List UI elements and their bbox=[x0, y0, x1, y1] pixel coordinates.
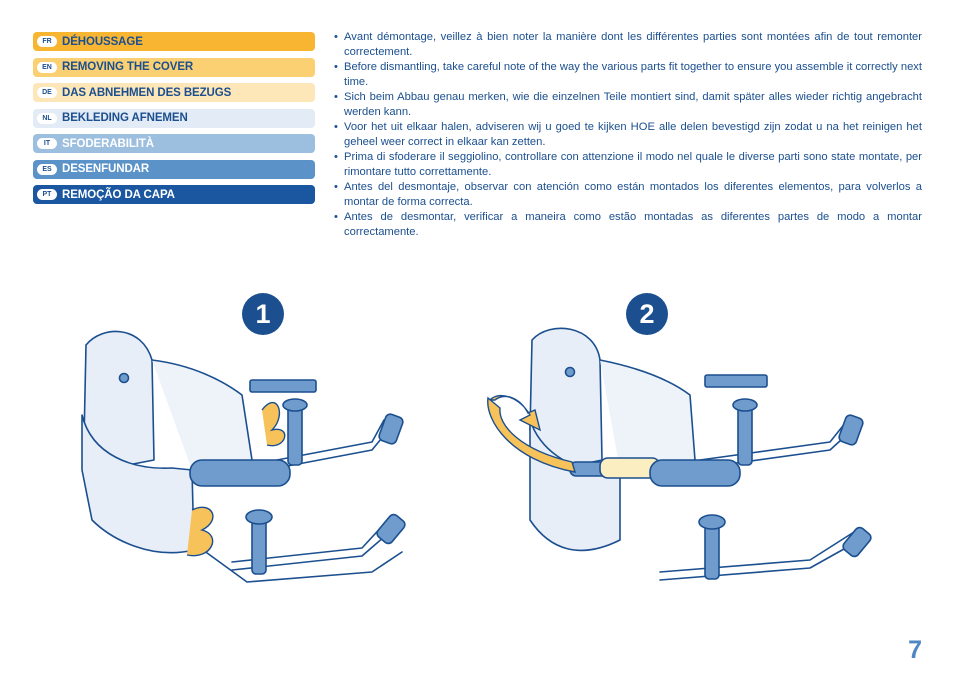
step-number-1: 1 bbox=[242, 293, 284, 335]
lang-title: BEKLEDING AFNEMEN bbox=[62, 112, 188, 124]
lang-bar-en: EN REMOVING THE COVER bbox=[33, 57, 315, 77]
lang-bar-it: IT SFODERABILITÀ bbox=[33, 134, 315, 153]
lang-bar-nl: NL BEKLEDING AFNEMEN bbox=[33, 108, 315, 128]
illustration-step-2 bbox=[487, 327, 872, 581]
instruction-fr: Avant démontage, veillez à bien noter la… bbox=[334, 30, 922, 60]
lang-code-badge: EN bbox=[37, 61, 57, 73]
lang-bar-es: ES DESENFUNDAR bbox=[33, 159, 315, 179]
language-title-bars: FR DÉHOUSSAGE EN REMOVING THE COVER DE D… bbox=[33, 32, 315, 211]
lang-code-badge: PT bbox=[37, 189, 57, 200]
lang-title: DESENFUNDAR bbox=[62, 163, 150, 175]
lang-bar-de: DE DAS ABNEHMEN DES BEZUGS bbox=[33, 83, 315, 102]
lang-title: SFODERABILITÀ bbox=[62, 137, 154, 150]
page-number: 7 bbox=[908, 636, 922, 664]
lang-title: DÉHOUSSAGE bbox=[62, 35, 143, 48]
instruction-list: Avant démontage, veillez à bien noter la… bbox=[334, 30, 922, 240]
lang-title: DAS ABNEHMEN DES BEZUGS bbox=[62, 86, 232, 99]
lang-bar-pt: PT REMOÇÃO DA CAPA bbox=[33, 185, 315, 204]
lang-code-badge: DE bbox=[37, 87, 57, 98]
lang-code-badge: IT bbox=[37, 138, 57, 149]
lang-title: REMOÇÃO DA CAPA bbox=[62, 188, 175, 201]
instruction-es: Antes del desmontaje, observar con atenc… bbox=[334, 180, 922, 210]
instruction-en: Before dismantling, take careful note of… bbox=[334, 60, 922, 90]
instruction-de: Sich beim Abbau genau merken, wie die ei… bbox=[334, 90, 922, 120]
instruction-nl: Voor het uit elkaar halen, adviseren wij… bbox=[334, 120, 922, 150]
step-number-2: 2 bbox=[626, 293, 668, 335]
lang-bar-fr: FR DÉHOUSSAGE bbox=[33, 32, 315, 51]
lang-code-badge: ES bbox=[37, 163, 57, 175]
illustration-step-1 bbox=[81, 330, 406, 583]
lang-title: REMOVING THE COVER bbox=[62, 61, 194, 73]
lang-code-badge: FR bbox=[37, 36, 57, 47]
lang-code-badge: NL bbox=[37, 112, 57, 124]
instruction-pt: Antes de desmontar, verificar a maneira … bbox=[334, 210, 922, 240]
instruction-it: Prima di sfoderare il seggiolino, contro… bbox=[334, 150, 922, 180]
